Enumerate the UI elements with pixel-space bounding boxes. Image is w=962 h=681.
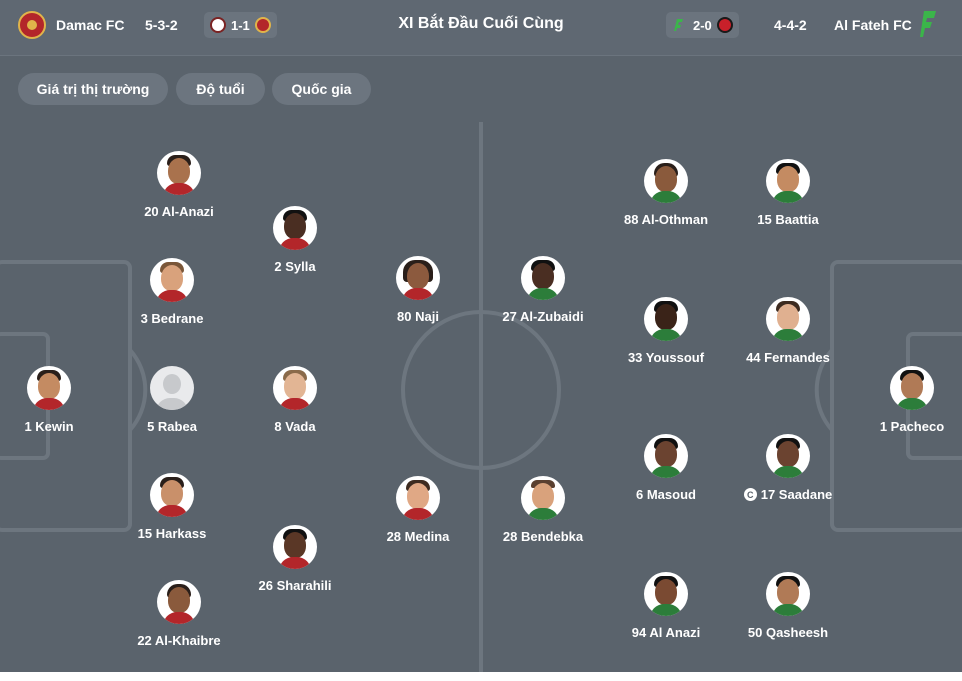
player-avatar [644, 434, 688, 478]
player-al-anazi-away[interactable]: 94 Al Anazi [606, 572, 726, 642]
player-al-anazi-home[interactable]: 20 Al-Anazi [119, 151, 239, 221]
filter-age[interactable]: Độ tuổi [176, 73, 265, 105]
opponent-crest-icon [210, 17, 226, 33]
player-avatar [273, 206, 317, 250]
player-name: 22 Al-Khaibre [137, 633, 221, 648]
player-bedrane[interactable]: 3 Bedrane [112, 258, 232, 328]
home-formation: 5-3-2 [145, 17, 178, 33]
al-fateh-crest-icon[interactable] [918, 10, 938, 40]
player-avatar [644, 572, 688, 616]
player-name: 26 Sharahili [258, 578, 332, 593]
player-al-khaibre[interactable]: 22 Al-Khaibre [119, 580, 239, 650]
player-name: 28 Bendebka [502, 529, 584, 544]
opponent-crest-icon [716, 17, 733, 33]
player-al-zubaidi[interactable]: 27 Al-Zubaidi [483, 256, 603, 326]
player-bendebka[interactable]: 28 Bendebka [483, 476, 603, 546]
player-avatar [273, 366, 317, 410]
player-name: 33 Youssouf [627, 350, 705, 365]
player-avatar [521, 256, 565, 300]
player-naji[interactable]: 80 Naji [358, 256, 478, 326]
player-qasheesh[interactable]: 50 Qasheesh [728, 572, 848, 642]
player-name: 27 Al-Zubaidi [502, 309, 584, 324]
player-name: 15 Harkass [137, 526, 207, 541]
player-avatar [396, 476, 440, 520]
player-name: 80 Naji [397, 309, 439, 324]
player-name: 1 Pacheco [879, 419, 945, 434]
player-avatar [766, 159, 810, 203]
away-team-name[interactable]: Al Fateh FC [834, 17, 912, 33]
player-sharahili[interactable]: 26 Sharahili [235, 525, 355, 595]
player-avatar [644, 297, 688, 341]
player-avatar [273, 525, 317, 569]
page-title: XI Bắt Đầu Cuối Cùng [398, 15, 564, 32]
player-masoud[interactable]: 6 Masoud [606, 434, 726, 504]
player-name: 1 Kewin [24, 419, 74, 434]
player-avatar [766, 434, 810, 478]
pitch-markings [0, 122, 962, 672]
player-youssouf[interactable]: 33 Youssouf [606, 297, 726, 367]
player-name: 94 Al Anazi [631, 625, 701, 640]
player-name: 44 Fernandes [746, 350, 830, 365]
player-fernandes[interactable]: 44 Fernandes [728, 297, 848, 367]
al-fateh-mini-crest-icon [672, 17, 688, 33]
lineup-header: Damac FC 5-3-2 1-1 XI Bắt Đầu Cuối Cùng … [0, 0, 962, 56]
damac-crest-icon[interactable] [18, 11, 46, 39]
player-avatar [150, 473, 194, 517]
home-team-name[interactable]: Damac FC [56, 17, 125, 33]
home-last-result[interactable]: 1-1 [204, 12, 277, 38]
player-name: 3 Bedrane [140, 311, 204, 326]
away-formation: 4-4-2 [774, 17, 807, 33]
player-rabea[interactable]: 5 Rabea [112, 366, 232, 436]
player-pacheco[interactable]: 1 Pacheco [852, 366, 962, 436]
player-al-othman[interactable]: 88 Al-Othman [606, 159, 726, 229]
player-name: 28 Medina [386, 529, 450, 544]
player-avatar [157, 580, 201, 624]
player-avatar [396, 256, 440, 300]
away-last-result[interactable]: 2-0 [666, 12, 739, 38]
player-name: 88 Al-Othman [623, 212, 709, 227]
player-name: 15 Baattia [757, 212, 819, 227]
player-medina[interactable]: 28 Medina [358, 476, 478, 546]
filter-market-value[interactable]: Giá trị thị trường [18, 73, 168, 105]
player-avatar-placeholder [150, 366, 194, 410]
damac-mini-crest-icon [254, 17, 271, 33]
player-avatar [521, 476, 565, 520]
player-name: 8 Vada [274, 419, 316, 434]
filter-nationality[interactable]: Quốc gia [272, 73, 371, 105]
player-kewin[interactable]: 1 Kewin [0, 366, 109, 436]
player-avatar [890, 366, 934, 410]
player-vada[interactable]: 8 Vada [235, 366, 355, 436]
player-avatar [150, 258, 194, 302]
player-avatar [766, 297, 810, 341]
player-baattia[interactable]: 15 Baattia [728, 159, 848, 229]
home-last-score: 1-1 [231, 17, 250, 33]
player-name-text: 17 Saadane [760, 487, 833, 502]
player-name: 20 Al-Anazi [144, 204, 214, 219]
player-avatar [644, 159, 688, 203]
player-name: 2 Sylla [274, 259, 316, 274]
away-last-score: 2-0 [693, 17, 712, 33]
player-name: 6 Masoud [636, 487, 696, 502]
player-sylla[interactable]: 2 Sylla [235, 206, 355, 276]
pitch: 1 Kewin 20 Al-Anazi 3 Bedrane 5 Rabea 15… [0, 122, 962, 672]
player-avatar [157, 151, 201, 195]
player-harkass[interactable]: 15 Harkass [112, 473, 232, 543]
player-name: 5 Rabea [147, 419, 197, 434]
player-name: 50 Qasheesh [747, 625, 829, 640]
player-avatar [766, 572, 810, 616]
player-avatar [27, 366, 71, 410]
captain-badge-icon: C [743, 488, 757, 501]
